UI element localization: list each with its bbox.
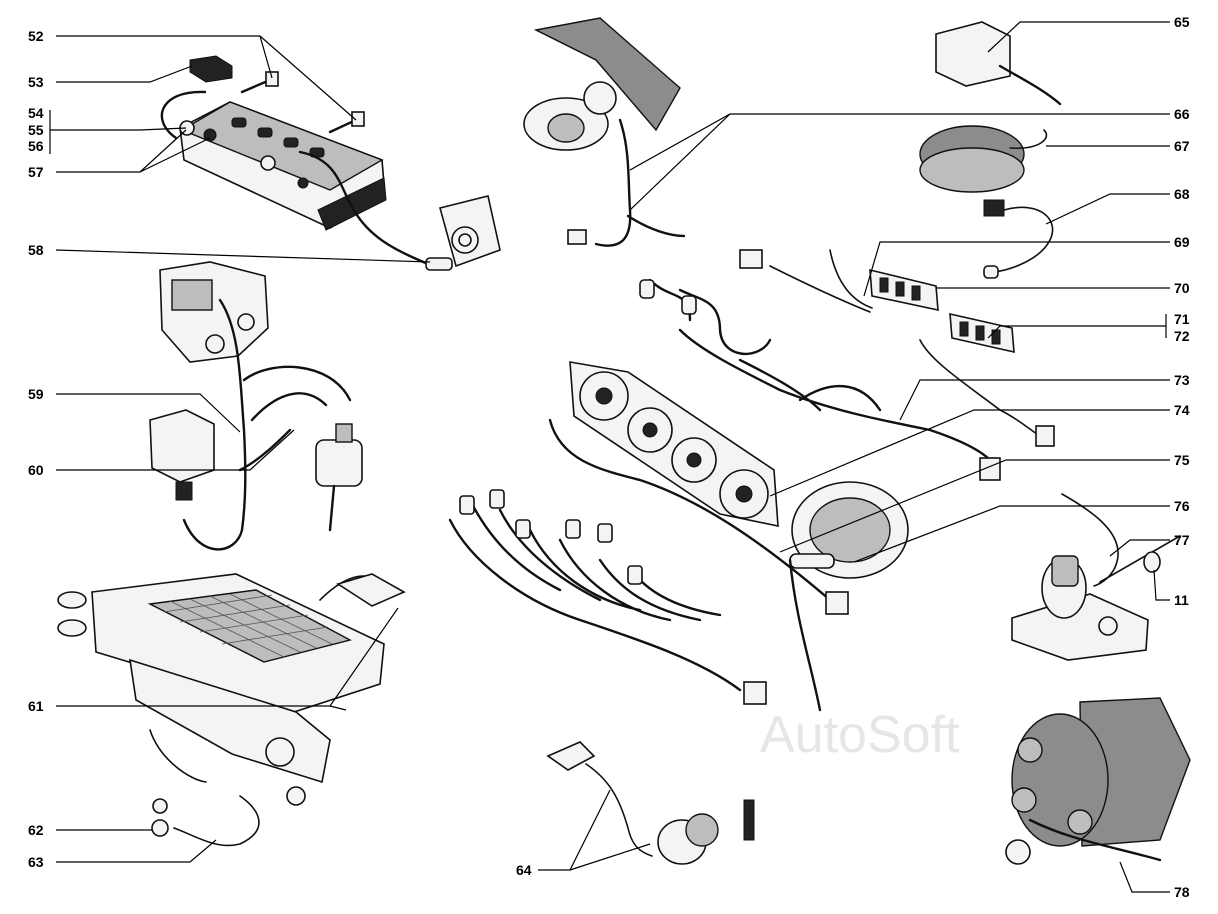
callout-67: 67 <box>1174 138 1190 154</box>
callout-78: 78 <box>1174 884 1190 900</box>
watermark: AutoSoft <box>760 706 960 764</box>
ignition-harness <box>182 298 352 551</box>
callout-64: 64 <box>516 862 532 878</box>
lamp-connector <box>567 229 587 245</box>
callout-54: 54 <box>28 105 44 121</box>
callout-71: 71 <box>1174 311 1190 327</box>
carburettor <box>159 261 269 363</box>
starter-relay <box>425 195 501 271</box>
callout-58: 58 <box>28 242 44 258</box>
callout-labels: 52 53 54 55 56 57 58 59 60 61 62 63 64 6… <box>28 14 1190 900</box>
switch-plug <box>739 249 763 269</box>
front-harness <box>648 278 992 462</box>
plug-4 <box>565 519 581 539</box>
switch-socket <box>1035 425 1055 447</box>
terminal-cap <box>189 55 233 83</box>
brake-switch <box>546 741 596 771</box>
panel-connector <box>825 591 849 615</box>
callout-75: 75 <box>1174 452 1190 468</box>
speedometer <box>789 481 909 579</box>
callout-11: 11 <box>1174 592 1189 608</box>
battery <box>179 101 387 231</box>
plug-3 <box>515 519 531 539</box>
callout-62: 62 <box>28 822 44 838</box>
harness-socket <box>743 681 767 705</box>
plug-2 <box>489 489 505 509</box>
heater-switch <box>336 573 406 607</box>
alternator-stator <box>919 125 1048 193</box>
lamp-wiring <box>594 118 686 247</box>
battery-bolts <box>240 71 365 134</box>
lamp-assembly <box>523 17 681 151</box>
plug-5 <box>597 523 613 543</box>
plug-6 <box>627 565 643 585</box>
switch-lead <box>585 763 653 857</box>
callout-65: 65 <box>1174 14 1190 30</box>
callout-70: 70 <box>1174 280 1190 296</box>
switch-block-lower <box>949 312 1015 354</box>
starter-cable <box>1028 818 1162 862</box>
plug-1 <box>459 495 475 515</box>
callout-69: 69 <box>1174 234 1190 250</box>
callout-55: 55 <box>28 122 44 138</box>
callout-77: 77 <box>1174 532 1190 548</box>
grommet <box>1143 551 1161 573</box>
callout-63: 63 <box>28 854 44 870</box>
callout-73: 73 <box>1174 372 1190 388</box>
leader-lines <box>49 21 1170 893</box>
ignition-module <box>149 409 215 501</box>
callout-56: 56 <box>28 138 44 154</box>
callout-68: 68 <box>1174 186 1190 202</box>
switch-wiring <box>769 249 1041 437</box>
connector-block <box>935 21 1062 106</box>
instrument-panel <box>569 361 779 527</box>
ignition-coil <box>315 423 363 532</box>
speedo-cable <box>788 558 822 712</box>
callout-61: 61 <box>28 698 44 714</box>
sensor-lead <box>983 199 1054 279</box>
callout-72: 72 <box>1174 328 1190 344</box>
heater-unit <box>57 573 385 806</box>
gear-switch <box>1011 555 1149 661</box>
callout-60: 60 <box>28 462 44 478</box>
battery-cable <box>160 90 430 266</box>
callout-57: 57 <box>28 164 44 180</box>
main-harness <box>448 498 742 692</box>
ignition-switch <box>657 799 755 865</box>
panel-wiring <box>548 418 832 602</box>
callout-52: 52 <box>28 28 44 44</box>
switch-block-upper <box>869 268 939 312</box>
washer-ring <box>151 798 169 837</box>
callout-66: 66 <box>1174 106 1190 122</box>
harness-connector-c <box>979 457 1001 481</box>
callout-53: 53 <box>28 74 44 90</box>
harness-connector-a <box>639 279 655 299</box>
callout-76: 76 <box>1174 498 1190 514</box>
harness-connector-b <box>681 295 697 315</box>
callout-74: 74 <box>1174 402 1190 418</box>
gear-switch-lead <box>1061 493 1181 587</box>
callout-59: 59 <box>28 386 44 402</box>
starter-motor <box>1005 697 1191 865</box>
